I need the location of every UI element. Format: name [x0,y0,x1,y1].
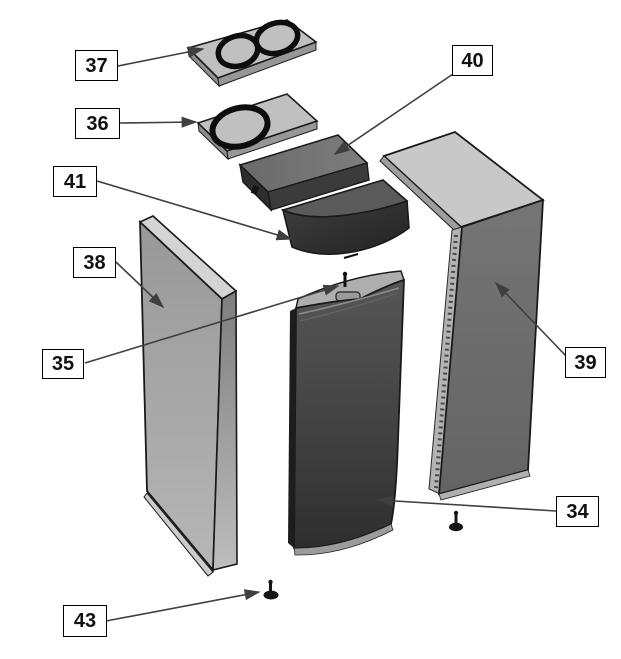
leader-35 [84,284,340,364]
leader-38 [115,261,165,309]
leader-41 [96,180,293,241]
part-41-lower-dark-box [280,179,410,259]
part-38-left-side-panel [138,215,238,577]
callout-38: 38 [73,247,116,278]
leader-36 [119,116,198,128]
part-34-front-panel [288,270,405,556]
callout-37: 37 [75,50,118,81]
part-36-plate-one-ring [196,93,319,161]
callout-39: 39 [565,347,606,378]
part-39-right-side-panel [379,130,545,532]
part-43-foot-screw [263,579,279,600]
callout-34: 34 [556,496,599,527]
leader-37 [117,46,205,67]
leader-lines [84,46,567,622]
leader-34 [377,495,557,512]
callout-36: 36 [75,108,120,139]
leader-43 [105,589,261,622]
callout-40: 40 [452,45,493,76]
callout-35: 35 [42,349,84,379]
leader-40 [333,73,454,155]
callout-41: 41 [53,166,97,197]
part-35-pin [342,271,348,287]
leader-39 [494,281,567,357]
part-37-plate-two-rings [186,19,318,88]
callout-43: 43 [63,605,107,637]
part-foot-right [449,510,463,532]
